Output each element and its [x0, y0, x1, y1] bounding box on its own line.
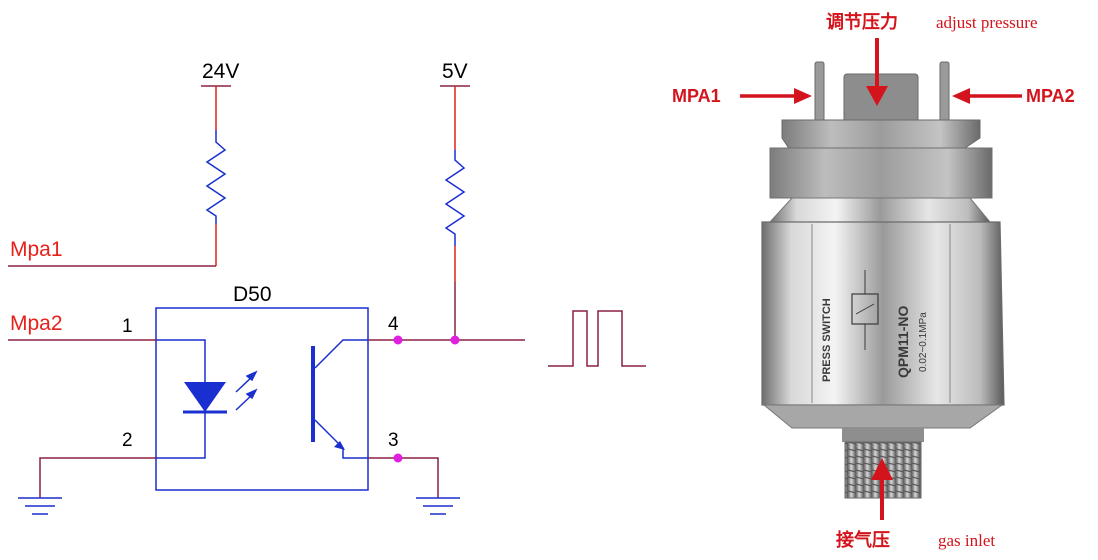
pulse-waveform-icon	[548, 310, 646, 367]
body-marking: PRESS SWITCH QPM11-NO 0.02~0.1MPa	[821, 270, 929, 382]
mpa2-label: Mpa2	[10, 312, 63, 335]
led-diode-icon	[184, 382, 226, 412]
mpa2-photo-label: MPA2	[1026, 86, 1075, 106]
phototransistor-collector	[314, 339, 368, 369]
annotation-gas-inlet: 接气压 gas inlet	[836, 458, 995, 551]
supply-5v: 5V	[440, 60, 470, 150]
supply-5v-label: 5V	[442, 60, 468, 83]
junction-dot	[393, 453, 403, 463]
net-mpa1: Mpa1	[8, 224, 217, 267]
annotation-adjust-pressure: 调节压力 adjust pressure	[826, 12, 1038, 106]
phototransistor-emitter	[314, 419, 368, 459]
resistor-24v-zigzag	[205, 130, 227, 224]
switch-cap	[781, 119, 981, 151]
annotation-mpa2: MPA2	[952, 86, 1075, 106]
component-ref-label: D50	[233, 283, 272, 306]
optocoupler-d50: D50	[155, 283, 369, 491]
pin-3-label: 3	[388, 430, 399, 451]
body-text-model: QPM11-NO	[895, 306, 911, 378]
pressure-switch-photo: PRESS SWITCH QPM11-NO 0.02~0.1MPa	[761, 61, 1005, 499]
optocoupler-body	[155, 307, 369, 491]
pin-2-label: 2	[122, 430, 133, 451]
resistor-5v-zigzag	[444, 150, 466, 246]
junction-dot	[450, 335, 460, 345]
junction-dot	[393, 335, 403, 345]
resistor-5v	[444, 150, 466, 340]
mpa1-photo-label: MPA1	[672, 86, 721, 106]
adjust-en-label: adjust pressure	[936, 13, 1038, 32]
mpa1-label: Mpa1	[10, 238, 63, 261]
net-mpa2: Mpa2	[8, 312, 156, 341]
pin-4-label: 4	[388, 314, 399, 335]
switch-hex-body	[761, 221, 1005, 406]
inlet-en-label: gas inlet	[938, 531, 995, 550]
resistor-24v	[205, 130, 227, 224]
supply-24v-label: 24V	[202, 60, 239, 83]
ground-right	[368, 453, 460, 515]
light-emission-icon	[235, 370, 258, 411]
body-text-range: 0.02~0.1MPa	[918, 312, 929, 372]
pin-1-label: 1	[122, 316, 133, 337]
inlet-cn-label: 接气压	[836, 529, 890, 551]
ground-left	[18, 457, 156, 515]
output-net	[368, 335, 525, 345]
adjust-cn-label: 调节压力	[826, 12, 898, 33]
annotation-mpa1: MPA1	[672, 86, 812, 106]
supply-24v: 24V	[201, 60, 239, 130]
body-text-press-switch: PRESS SWITCH	[821, 298, 833, 382]
